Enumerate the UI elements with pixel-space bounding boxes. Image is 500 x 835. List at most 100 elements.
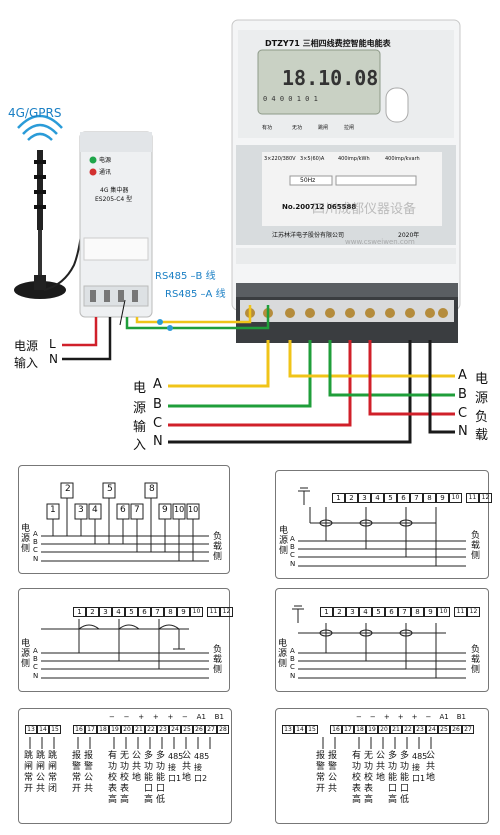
d6-terminal: 22: [402, 725, 414, 734]
d2-terminal: 7: [410, 493, 423, 503]
d3-terminal: 1: [73, 607, 86, 617]
d6-sign-row: − − + + + − A1 B1: [356, 713, 466, 721]
wiring-diagram-4-lines: [292, 605, 466, 679]
meter-display-sub: 0 4 0 0 1 0 1: [263, 95, 318, 103]
d6-terminal-row: 13 14 15 16 17 18 19 20 21 22 23 24 25 2…: [282, 725, 474, 734]
d6-terminal: 17: [342, 725, 354, 734]
d5-terminal: 19: [109, 725, 121, 734]
d6-terminal: 13: [282, 725, 294, 734]
d5-terminal: 15: [49, 725, 61, 734]
concentrator-model-line1: 4G 集中器: [100, 187, 129, 194]
power-input-label-1: 电源: [14, 339, 39, 353]
wiring-diagram-3: 1 2 3 4 5 6 7 8 9 10 11 12 电源侧 负载侧 A B C…: [18, 588, 233, 692]
d4-terminal: 12: [467, 607, 480, 617]
d6-terminal: 14: [294, 725, 306, 734]
d1-terminal-7: 7: [134, 505, 140, 515]
d6-terminal: 26: [450, 725, 462, 734]
d1-phase-a: A: [33, 530, 38, 538]
d4-terminal: 8: [411, 607, 424, 617]
d6-label: 485接口1: [412, 752, 428, 783]
d4-terminal: 2: [333, 607, 346, 617]
d5-sign: +: [152, 713, 159, 721]
phase-wires-input: [168, 340, 412, 444]
phase-wires-output: [288, 340, 455, 434]
d5-label: 公共地: [132, 751, 142, 783]
d2-terminal: 11: [466, 493, 479, 503]
d2-terminal: 8: [423, 493, 436, 503]
d5-sign: +: [167, 713, 174, 721]
d6-sign: −: [356, 713, 362, 721]
d6-terminal: 15: [306, 725, 318, 734]
d5-sign: B1: [214, 713, 224, 721]
d5-terminal: 28: [217, 725, 229, 734]
rs485-b-label: RS485 –B 线: [155, 271, 216, 282]
d2-source-side-label: 电源侧: [279, 526, 289, 556]
wiring-diagram-1: 2 5 8 1 3 4 6 7 9 10 10 电源侧 负载侧 A B C N: [18, 465, 230, 574]
d6-terminal: 20: [378, 725, 390, 734]
meter-button-4: 拉闸: [344, 125, 355, 131]
d6-terminal: 18: [354, 725, 366, 734]
d3-terminal: 4: [112, 607, 125, 617]
d5-terminal-row: 13 14 15 16 17 18 19 20 21 22 23 24 25 2…: [25, 725, 229, 734]
d5-label: 多功能口低: [156, 751, 166, 805]
d6-label: 多功能口低: [400, 751, 410, 805]
d5-terminal: 18: [97, 725, 109, 734]
d4-phase-a: A: [290, 647, 295, 655]
d1-terminal-3: 3: [78, 505, 84, 515]
d2-terminal: 2: [345, 493, 358, 503]
d1-phase-n: N: [33, 555, 39, 563]
meter-watermark: 四川成都仪器设备: [312, 202, 417, 217]
d5-terminal: 25: [181, 725, 193, 734]
auxiliary-terminal-diagram-1: − − + + + − A1 B1 13 14 15 16 17 18 19 2…: [18, 708, 232, 824]
d6-label: 无功校表高: [364, 751, 374, 805]
d4-terminal: 10: [437, 607, 450, 617]
d5-terminal: 24: [169, 725, 181, 734]
d4-terminal: 4: [359, 607, 372, 617]
d1-terminal-10b: 10: [188, 505, 199, 514]
wiring-diagram-3-lines: [41, 619, 209, 679]
d3-terminal: 9: [177, 607, 190, 617]
d5-terminal: 14: [37, 725, 49, 734]
d1-top-number-1: 2: [65, 484, 71, 494]
d3-terminal: 10: [190, 607, 203, 617]
d2-terminal: 1: [332, 493, 345, 503]
d6-label: 报警常开: [316, 751, 326, 794]
concentrator-power-label: 电源: [99, 157, 112, 164]
d6-sign: +: [397, 713, 404, 721]
d6-terminal: 16: [330, 725, 342, 734]
d5-terminal: 21: [133, 725, 145, 734]
d3-terminal: 7: [151, 607, 164, 617]
d2-terminal: 12: [479, 493, 492, 503]
d2-phase-a: A: [290, 535, 295, 543]
meter-freq: 50Hz: [300, 177, 316, 184]
d5-sign: −: [109, 713, 115, 721]
d5-label: 多功能口高: [144, 751, 154, 805]
d5-terminal: 23: [157, 725, 169, 734]
d3-terminal: 3: [99, 607, 112, 617]
rs485-wires: [119, 299, 270, 331]
d5-label: 跳闸常闭: [48, 751, 58, 794]
d2-load-side-label: 负载侧: [471, 531, 481, 561]
wiring-right-char-4: 载: [475, 428, 489, 443]
d6-terminal: 21: [390, 725, 402, 734]
energy-meter: [231, 19, 461, 343]
d2-terminal: 9: [436, 493, 449, 503]
d4-phase-b: B: [290, 655, 295, 663]
wiring-right-phase-n: N: [458, 424, 468, 439]
d4-phase-c: C: [290, 663, 295, 671]
d6-label-row: 报警常开 报警公共 有功校表高 无功校表高 公共地 多功能口高 多功能口低 48…: [316, 751, 438, 806]
d4-terminal: 3: [346, 607, 359, 617]
d4-terminal: 9: [424, 607, 437, 617]
d5-label: 公共地: [182, 751, 192, 783]
d3-source-side-label: 电源侧: [21, 639, 31, 669]
d4-source-side-label: 电源侧: [278, 639, 288, 669]
d4-terminal-row: 1 2 3 4 5 6 7 8 9 10 11 12: [320, 607, 480, 617]
d6-label: 公共地: [426, 751, 436, 783]
d3-terminal: 12: [220, 607, 233, 617]
wiring-left-phase-a: A: [153, 377, 162, 392]
d4-terminal: 1: [320, 607, 333, 617]
power-input-n: N: [49, 352, 58, 366]
d2-phase-n: N: [290, 560, 296, 568]
d4-load-side-label: 负载侧: [471, 645, 481, 675]
d3-phase-n: N: [33, 672, 39, 680]
